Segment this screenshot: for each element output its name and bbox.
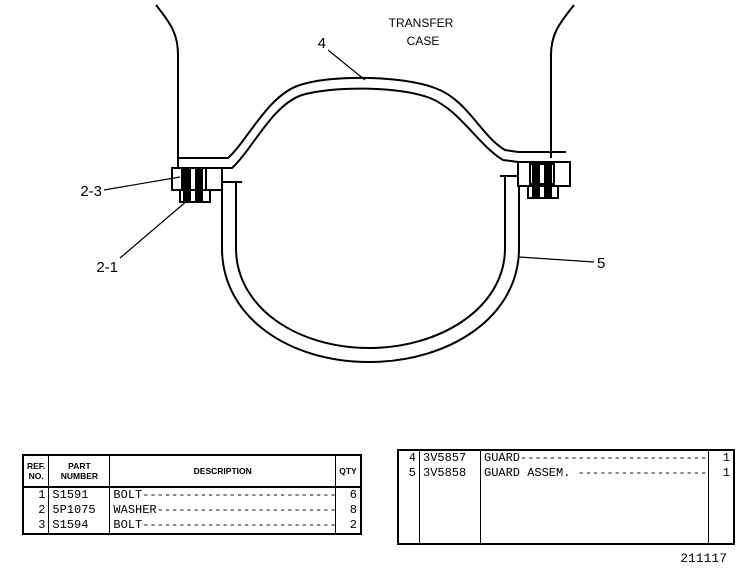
guard-assembly-diagram: TRANSFER CASE 4 5 [80, 4, 605, 364]
row-ref: 4 [397, 450, 420, 466]
parts-table-right: 4 3V5857 GUARD--------------------------… [397, 449, 735, 545]
leader-lines [103, 49, 595, 263]
empty-cell [480, 481, 709, 544]
lower-guard [221, 175, 520, 364]
table-row: 4 3V5857 GUARD--------------------------… [397, 450, 735, 466]
transfer-case-label-line2: CASE [407, 34, 440, 48]
row-ref: 2 [22, 503, 50, 518]
header-part-number-line2: NUMBER [60, 471, 99, 481]
row-qty: 2 [335, 518, 362, 534]
header-ref-no-line2: NO. [28, 471, 44, 481]
empty-cell [708, 481, 735, 544]
row-qty: 1 [708, 466, 735, 481]
row-description: BOLT---------------------------- [109, 518, 336, 534]
table-row: 3 S1594 BOLT----------------------------… [22, 518, 362, 534]
row-qty: 1 [708, 450, 735, 466]
row-ref: 3 [22, 518, 50, 534]
header-description: DESCRIPTION [109, 454, 336, 488]
row-part-number: S1594 [48, 518, 111, 534]
row-description: BOLT----------------------------- [109, 487, 336, 503]
table-row: 5 3V5858 GUARD ASSEM. ------------------… [397, 466, 735, 481]
upper-guard [178, 76, 566, 169]
row-qty: 6 [335, 487, 362, 503]
header-part-number-line1: PART [68, 461, 91, 471]
row-part-number: 3V5857 [419, 450, 481, 466]
row-description: GUARD------------------------------ [480, 450, 709, 466]
callout-bolt-washer: 2-3 [80, 183, 102, 200]
row-description: GUARD ASSEM. ----------------------- [480, 466, 709, 481]
transfer-case-outline [155, 4, 575, 168]
header-ref-no: REF. NO. [22, 454, 50, 488]
transfer-case-label-line1: TRANSFER [389, 16, 454, 30]
empty-cell [419, 481, 481, 544]
header-part-number: PART NUMBER [48, 454, 111, 488]
table-empty-row [397, 481, 735, 544]
row-part-number: 3V5858 [419, 466, 481, 481]
parts-table-left: REF. NO. PART NUMBER DESCRIPTION QTY 1 S… [22, 454, 362, 535]
right-clamp [517, 161, 571, 199]
row-qty: 8 [335, 503, 362, 518]
empty-cell [397, 481, 420, 544]
header-qty: QTY [335, 454, 362, 488]
row-part-number: S1591 [48, 487, 111, 503]
table-row: 1 S1591 BOLT----------------------------… [22, 487, 362, 503]
callout-bolt: 2-1 [96, 259, 118, 276]
table-row: 2 5P1075 WASHER-------------------------… [22, 503, 362, 518]
row-description: WASHER------------------------- [109, 503, 336, 518]
left-clamp [171, 167, 223, 203]
row-part-number: 5P1075 [48, 503, 111, 518]
row-ref: 5 [397, 466, 420, 481]
header-ref-no-line1: REF. [27, 461, 46, 471]
callout-guard: 4 [318, 35, 326, 52]
row-ref: 1 [22, 487, 50, 503]
table-header-row: REF. NO. PART NUMBER DESCRIPTION QTY [22, 454, 362, 488]
callout-guard-assembly: 5 [597, 255, 605, 272]
reference-number: 211117 [680, 551, 727, 566]
